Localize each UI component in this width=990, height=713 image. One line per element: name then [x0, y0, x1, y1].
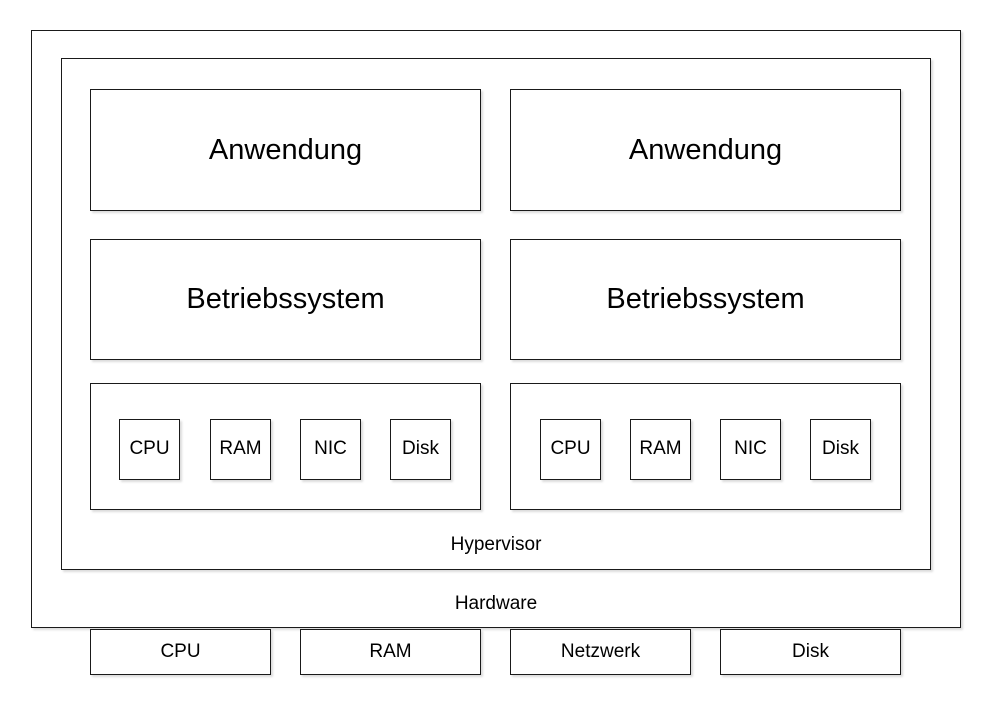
vm2-virtual-cpu-label: CPU [550, 438, 591, 460]
vm1-virtual-nic-box: NIC [300, 419, 361, 480]
vm1-operating-system-label: Betriebssystem [186, 283, 385, 316]
vm2-virtual-disk-label: Disk [822, 438, 859, 460]
vm2-operating-system-label: Betriebssystem [606, 283, 805, 316]
vm2-application-label: Anwendung [628, 133, 783, 166]
vm1-virtual-disk-label: Disk [402, 438, 439, 460]
vm1-virtual-disk-box: Disk [390, 419, 451, 480]
vm1-virtual-cpu-label: CPU [129, 438, 170, 460]
vm2-virtual-nic-label: NIC [734, 438, 767, 460]
vm1-application-label: Anwendung [208, 133, 363, 166]
physical-cpu-box: CPU [90, 629, 271, 675]
physical-cpu-label: CPU [160, 640, 201, 662]
hypervisor-label: Hypervisor [450, 533, 542, 555]
vm1-virtual-nic-label: NIC [314, 438, 347, 460]
vm1-virtual-cpu-box: CPU [119, 419, 180, 480]
physical-ram-box: RAM [300, 629, 481, 675]
vm2-virtual-ram-label: RAM [639, 438, 682, 460]
vm1-virtual-ram-box: RAM [210, 419, 271, 480]
physical-disk-label: Disk [792, 640, 829, 662]
vm2-virtual-ram-box: RAM [630, 419, 691, 480]
vm2-virtual-nic-box: NIC [720, 419, 781, 480]
physical-network-box: Netzwerk [510, 629, 691, 675]
vm2-operating-system-box: Betriebssystem [510, 239, 901, 360]
vm2-application-box: Anwendung [510, 89, 901, 211]
vm1-application-box: Anwendung [90, 89, 481, 211]
physical-disk-box: Disk [720, 629, 901, 675]
vm1-operating-system-box: Betriebssystem [90, 239, 481, 360]
physical-network-label: Netzwerk [560, 640, 641, 662]
vm2-virtual-disk-box: Disk [810, 419, 871, 480]
vm1-virtual-ram-label: RAM [219, 438, 262, 460]
vm2-virtual-cpu-box: CPU [540, 419, 601, 480]
physical-ram-label: RAM [369, 640, 412, 662]
hardware-label: Hardware [454, 592, 538, 614]
